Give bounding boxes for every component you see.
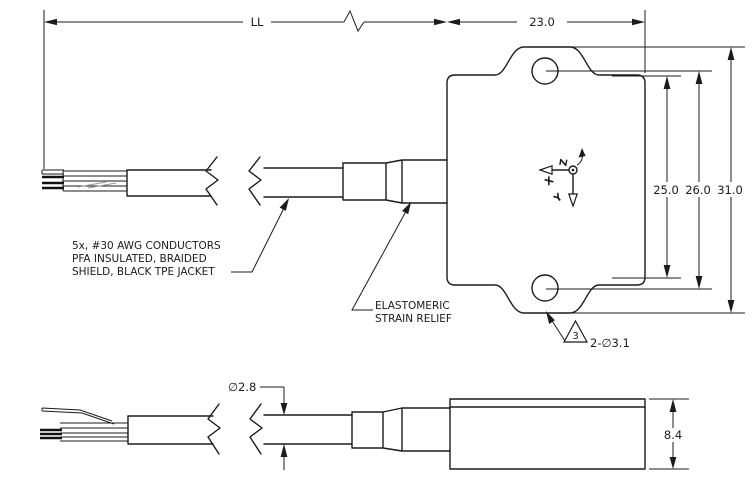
dim-hole-pitch-label: 25.0 (653, 183, 679, 197)
thickness-arrow-top (669, 399, 677, 412)
thickness-extension-lines (649, 398, 689, 470)
cable-top-view (263, 167, 344, 198)
thickness-arrow-bottom (669, 457, 677, 469)
mid-height-arrow-bottom (695, 276, 703, 289)
body-block-outline (449, 398, 646, 470)
wire-bundle-side-view (60, 422, 128, 442)
dim-body-width: 23.0 (447, 10, 646, 73)
cable-note-line1: 5x, #30 AWG CONDUCTORS (72, 240, 221, 252)
dim-cable-length: LL (43, 9, 447, 169)
z-axis-label: Z (558, 158, 570, 167)
mid-height-label-bg (680, 183, 717, 197)
dim-thickness-label: 8.4 (664, 428, 682, 442)
wire-bundle-top-view (62, 170, 127, 192)
break-symbol-bottom-right (249, 403, 263, 455)
hole-callout-arrow (546, 311, 555, 324)
axis-origin-dot (571, 168, 575, 172)
mid-height-arrow-top (695, 71, 703, 84)
sensor-body-side-view (449, 398, 646, 470)
dim-overall-height: 31.0 (712, 47, 749, 313)
overall-height-arrow-top (727, 47, 735, 60)
dim-body-thickness: 8.4 (649, 398, 689, 470)
flag-triangle (562, 319, 589, 343)
dim-cable-diameter-label: ∅2.8 (228, 380, 256, 394)
cable-note-arrow (279, 198, 289, 211)
height-extension-lines (546, 46, 745, 314)
cable-diameter-arrow-top (280, 403, 288, 415)
strain-relief-note-line1: ELASTOMERIC (375, 300, 450, 312)
x-axis-label: X (543, 175, 556, 189)
width-arrow-left (447, 18, 460, 26)
dim-width-label: 23.0 (529, 15, 555, 29)
hole-pitch-label-bg (648, 183, 685, 197)
hole-callout: 3 2-∅3.1 (546, 311, 630, 350)
strain-relief-top-view (342, 159, 448, 204)
hole-pitch-arrow-top (663, 76, 671, 89)
cable-jacket-side-view (127, 415, 214, 445)
width-arrow-right (632, 18, 645, 26)
conductor-ends-side-view (40, 428, 62, 440)
dim-overall-height-label: 31.0 (717, 183, 743, 197)
axis-indicator: X Y Z (538, 148, 586, 208)
cable-note-line3: SHIELD, BLACK TPE JACKET (72, 266, 215, 278)
mounting-hole-bottom (531, 274, 559, 302)
hole-callout-label: 2-∅3.1 (590, 336, 630, 350)
ll-arrow-right (434, 18, 447, 26)
strain-relief-arrow (402, 202, 411, 215)
y-axis-label: Y (552, 191, 566, 205)
strain-relief-note-line2: STRAIN RELIEF (375, 313, 452, 325)
drain-wire-side-view (41, 407, 115, 425)
cable-jacket-top-view (126, 169, 212, 197)
overall-height-arrow-bottom (727, 300, 735, 313)
cable-note: 5x, #30 AWG CONDUCTORS PFA INSULATED, BR… (72, 198, 289, 278)
dim-ll-label: LL (251, 15, 264, 29)
strain-relief-side-view (351, 407, 451, 452)
break-symbol-top-right (248, 156, 262, 206)
break-symbol-top-left (205, 156, 219, 206)
y-axis-arrow (567, 193, 579, 208)
cable-note-leader (231, 199, 289, 273)
z-axis-arrow (578, 148, 586, 158)
overall-height-label-bg (712, 183, 749, 197)
dim-cable-diameter: ∅2.8 (228, 380, 288, 470)
cable-side-view (263, 414, 353, 445)
twist-marks-top-view (77, 181, 117, 189)
flag-number-label: 3 (572, 331, 578, 342)
strain-relief-leader (351, 203, 411, 311)
sensor-body-outline (446, 46, 646, 314)
break-symbol-bottom-left (207, 403, 221, 455)
dim-mid-height: 26.0 (680, 71, 717, 289)
dim-hole-pitch: 25.0 (648, 76, 685, 278)
axis-origin-circle (568, 165, 578, 175)
strain-relief-note: ELASTOMERIC STRAIN RELIEF (351, 202, 452, 325)
cable-diameter-arrow-bottom (280, 444, 288, 457)
x-axis-arrow (538, 164, 553, 176)
dim-mid-height-label: 26.0 (685, 183, 711, 197)
ll-arrow-left (44, 18, 57, 26)
ll-dimension-line (57, 9, 434, 33)
drain-wire-top-view (41, 169, 64, 175)
conductor-ends-top-view (42, 175, 64, 190)
hole-pitch-arrow-bottom (663, 265, 671, 278)
cable-diameter-leader (260, 386, 285, 470)
cable-note-line2: PFA INSULATED, BRAIDED (72, 253, 207, 265)
